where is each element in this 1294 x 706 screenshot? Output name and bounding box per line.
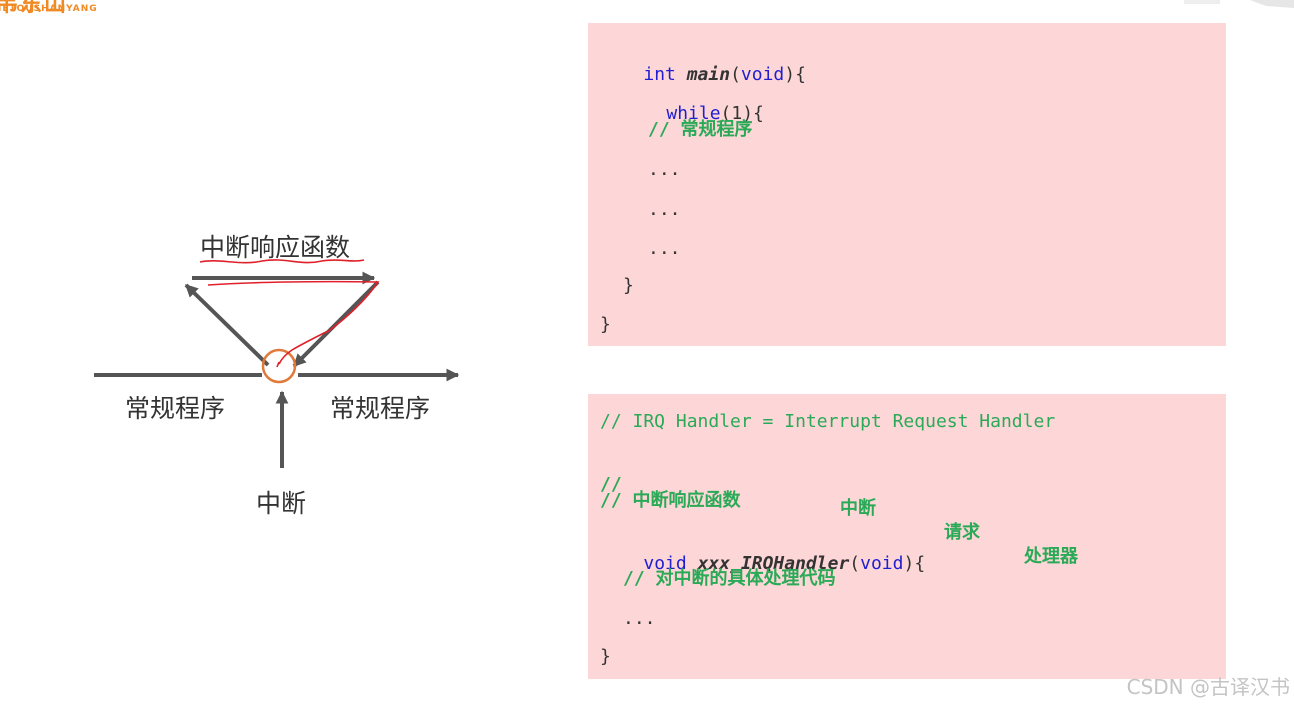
code-ellipsis: ... bbox=[648, 199, 681, 220]
code-line-while: while(1){ bbox=[623, 78, 764, 150]
code-comment-word: 处理器 bbox=[1024, 546, 1078, 567]
code-function-name: main bbox=[686, 64, 731, 85]
code-punct: (1){ bbox=[720, 103, 764, 124]
code-closing-brace: } bbox=[600, 314, 611, 335]
code-line-main-signature: int main(void){ bbox=[600, 39, 806, 111]
code-closing-brace: } bbox=[623, 275, 634, 296]
irq-code-block: // IRQ Handler = Interrupt Request Handl… bbox=[588, 394, 1226, 679]
code-keyword: while bbox=[666, 103, 721, 124]
code-keyword: void bbox=[860, 553, 904, 574]
code-line-irq-translation: // 中断 请求 处理器 bbox=[600, 449, 1200, 567]
code-keyword: void bbox=[643, 553, 687, 574]
code-ellipsis: ... bbox=[648, 238, 681, 259]
code-comment-word: 请求 bbox=[944, 522, 980, 543]
logo-text-cn: 韦东山 bbox=[0, 0, 69, 16]
code-comment: // 中断响应函数 bbox=[600, 490, 741, 511]
code-comment-slashes: // bbox=[600, 474, 622, 495]
code-function-name: xxx_IRQHandler bbox=[697, 553, 850, 574]
return-path-annotation bbox=[207, 280, 380, 365]
isr-label: 中断响应函数 bbox=[200, 233, 350, 262]
code-ellipsis: ... bbox=[623, 608, 656, 629]
code-punct: ){ bbox=[903, 553, 926, 574]
interrupt-label: 中断 bbox=[256, 489, 306, 518]
brand-logo: 韦东山 IETOUSHANYANG bbox=[0, 0, 160, 16]
code-keyword: int bbox=[643, 64, 676, 85]
isr-label-underline bbox=[199, 259, 365, 264]
code-comment-word: 中断 bbox=[840, 498, 876, 519]
code-punct: ( bbox=[730, 64, 741, 85]
code-comment: // IRQ Handler = Interrupt Request Handl… bbox=[600, 411, 1056, 432]
code-punct: ( bbox=[849, 553, 861, 574]
code-punct: ){ bbox=[784, 64, 806, 85]
return-from-isr-arrow bbox=[292, 280, 380, 368]
code-line-irq-signature: void xxx_IRQHandler(void){ bbox=[600, 528, 925, 600]
enter-isr-arrow bbox=[184, 283, 270, 367]
main-code-block: int main(void){ while(1){ // 常规程序 ... ..… bbox=[588, 23, 1226, 346]
code-closing-brace: } bbox=[600, 646, 611, 667]
code-keyword: void bbox=[740, 64, 785, 85]
interrupt-point-circle bbox=[261, 348, 297, 384]
interrupt-flow-diagram: 中断响应函数 常规程序 常规程序 中断 bbox=[94, 233, 460, 518]
return-tick-annotation bbox=[276, 361, 280, 368]
logo-text-en: IETOUSHANYANG bbox=[0, 4, 98, 14]
code-comment: // 常规程序 bbox=[648, 119, 753, 140]
left-program-label: 常规程序 bbox=[125, 394, 225, 423]
top-right-decoration bbox=[1184, 0, 1294, 8]
code-ellipsis: ... bbox=[648, 159, 681, 180]
right-program-label: 常规程序 bbox=[330, 394, 430, 423]
code-comment: // 对中断的具体处理代码 bbox=[623, 568, 836, 589]
csdn-watermark: CSDN @古译汉书 bbox=[1126, 675, 1290, 699]
